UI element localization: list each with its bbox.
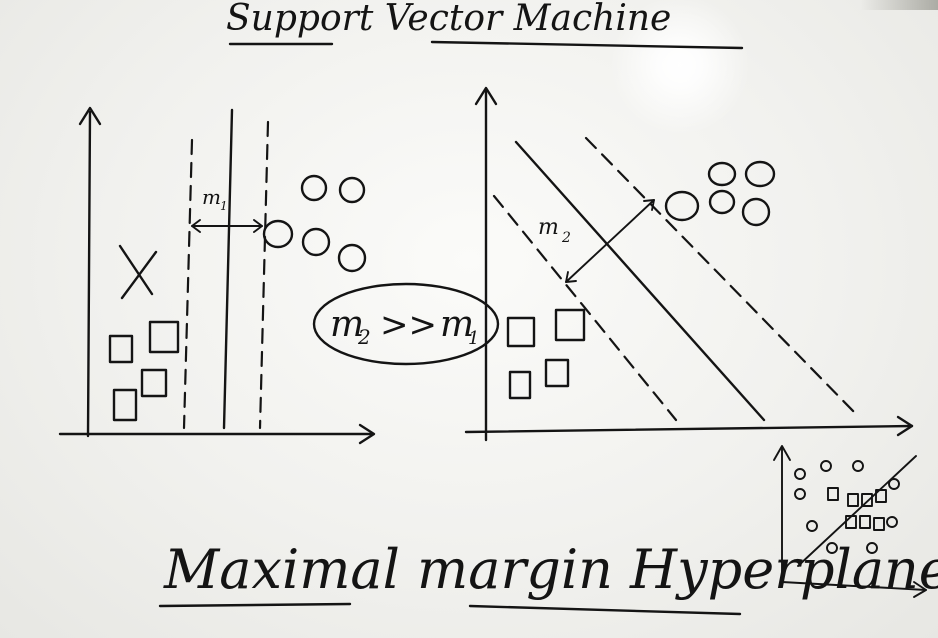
square-point — [508, 370, 532, 400]
subtitle-underline-right — [468, 604, 742, 616]
right-margin-arrow — [565, 199, 655, 283]
square-point — [544, 358, 570, 388]
right-margin-line-1 — [492, 194, 678, 422]
square-point — [873, 517, 885, 531]
title-underline-right — [430, 40, 744, 50]
circle-point — [826, 542, 838, 554]
comparison-ellipse — [312, 282, 500, 366]
square-point — [845, 515, 857, 529]
comparison-m1-subscript: 1 — [468, 328, 479, 349]
left-hyperplane — [222, 108, 234, 430]
right-hyperplane — [514, 140, 766, 422]
circle-point — [741, 197, 771, 227]
board-frame-edge — [860, 0, 938, 10]
circle-point — [664, 190, 700, 222]
left-margin-line-2 — [258, 120, 270, 430]
square-point — [112, 388, 138, 422]
circle-point — [262, 219, 294, 249]
left-margin-arrowhead-1 — [191, 219, 201, 233]
circle-point — [794, 468, 806, 480]
circle-point — [300, 174, 328, 202]
circle-point — [708, 189, 736, 215]
comparison-m1: m — [440, 304, 474, 345]
circle-point — [794, 488, 806, 500]
left-y-axis — [86, 110, 92, 438]
right-margin-label: m — [538, 215, 559, 240]
square-point — [847, 493, 859, 507]
left-margin-label: m — [202, 185, 221, 209]
circle-point — [338, 176, 366, 204]
inset-plot — [773, 445, 927, 598]
right-y-arrow — [474, 86, 498, 106]
right-plot: m 2 — [464, 86, 914, 442]
inset-x-axis — [781, 581, 927, 591]
margin-comparison: m 2 >> m 1 — [312, 282, 500, 366]
comparison-operator: >> — [380, 305, 437, 345]
right-margin-subscript: 2 — [561, 230, 571, 246]
right-margin-line-2 — [584, 136, 858, 416]
left-margin-subscript: 1 — [220, 199, 228, 213]
circle-point — [301, 227, 331, 257]
circle-point — [744, 160, 776, 188]
square-point — [506, 316, 536, 348]
right-x-axis — [464, 424, 914, 434]
left-y-arrow — [78, 106, 102, 126]
left-margin-arrowhead-2 — [253, 219, 263, 233]
comparison-m2: m — [330, 304, 364, 345]
left-cross-b — [120, 250, 158, 300]
square-point — [148, 320, 180, 354]
right-x-arrow — [896, 415, 914, 437]
square-point — [108, 334, 134, 364]
inset-y-arrow — [773, 445, 791, 461]
inset-hyperplane — [797, 455, 917, 567]
circle-point — [337, 243, 367, 273]
square-point — [875, 489, 887, 503]
board-subtitle: Maximal margin Hyperplane — [163, 538, 938, 601]
circle-point — [866, 542, 878, 554]
comparison-m2-subscript: 2 — [357, 325, 371, 349]
square-point — [140, 368, 168, 398]
left-margin-line-1 — [182, 138, 194, 430]
square-point — [859, 515, 871, 529]
circle-point — [886, 516, 898, 528]
circle-point — [707, 161, 737, 187]
square-point — [861, 493, 873, 507]
left-cross-a — [118, 244, 154, 296]
square-point — [554, 308, 586, 342]
right-margin-arrowhead-2 — [643, 199, 655, 211]
square-point — [827, 487, 839, 501]
board-title: Support Vector Machine — [226, 0, 671, 39]
subtitle-underline-left — [158, 602, 352, 608]
circle-point — [806, 520, 818, 532]
circle-point — [888, 478, 900, 490]
right-margin-arrowhead-1 — [565, 271, 577, 283]
left-plot: m 1 — [58, 106, 376, 445]
circle-point — [820, 460, 832, 472]
circle-point — [852, 460, 864, 472]
left-x-arrow — [358, 423, 376, 445]
inset-x-arrow — [913, 581, 927, 598]
